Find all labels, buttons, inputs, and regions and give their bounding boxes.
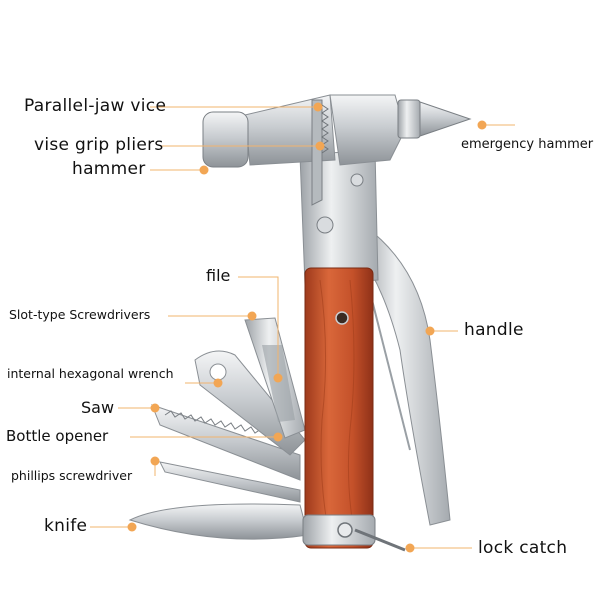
label-parallel-jaw-vice: Parallel-jaw vice: [24, 98, 166, 115]
label-lock-catch: lock catch: [478, 540, 567, 557]
upper-jaw: [330, 95, 405, 165]
dot-vise-grip-pliers: [316, 142, 325, 151]
label-hammer: hammer: [72, 161, 146, 178]
dot-bottle-opener: [274, 433, 283, 442]
dot-emergency-hammer: [478, 121, 487, 130]
lock-ring: [338, 523, 352, 537]
dot-knife: [128, 523, 137, 532]
label-slot-type-screwdrivers: Slot-type Screwdrivers: [9, 309, 150, 322]
dot-parallel-jaw-vice: [314, 103, 323, 112]
handle-screw: [336, 312, 348, 324]
hammer-face: [203, 112, 248, 167]
spike-cone: [420, 102, 470, 136]
label-emergency-hammer: emergency hammer: [461, 138, 593, 151]
dot-slot-screwdrivers: [248, 312, 257, 321]
dot-hex-wrench: [214, 379, 223, 388]
dot-saw: [151, 404, 160, 413]
label-bottle-opener: Bottle opener: [6, 429, 108, 444]
label-internal-hexagonal-wrench: internal hexagonal wrench: [7, 368, 174, 381]
label-handle: handle: [464, 322, 524, 339]
spike-collar: [398, 100, 420, 138]
label-saw: Saw: [81, 400, 114, 416]
dot-handle: [426, 327, 435, 336]
label-knife: knife: [44, 518, 87, 535]
knife-blade: [130, 504, 308, 539]
rivet: [351, 174, 363, 186]
dot-lock-catch: [406, 544, 415, 553]
dot-phillips: [151, 457, 160, 466]
dot-hammer: [200, 166, 209, 175]
wood-handle: [305, 268, 373, 548]
vice-jaw: [312, 100, 322, 205]
rivet-lower: [317, 217, 333, 233]
hex-hole: [210, 364, 226, 380]
dot-file: [274, 374, 283, 383]
label-vise-grip-pliers: vise grip pliers: [34, 137, 164, 154]
label-phillips-screwdriver: phillips screwdriver: [11, 470, 132, 483]
label-file: file: [206, 268, 230, 284]
